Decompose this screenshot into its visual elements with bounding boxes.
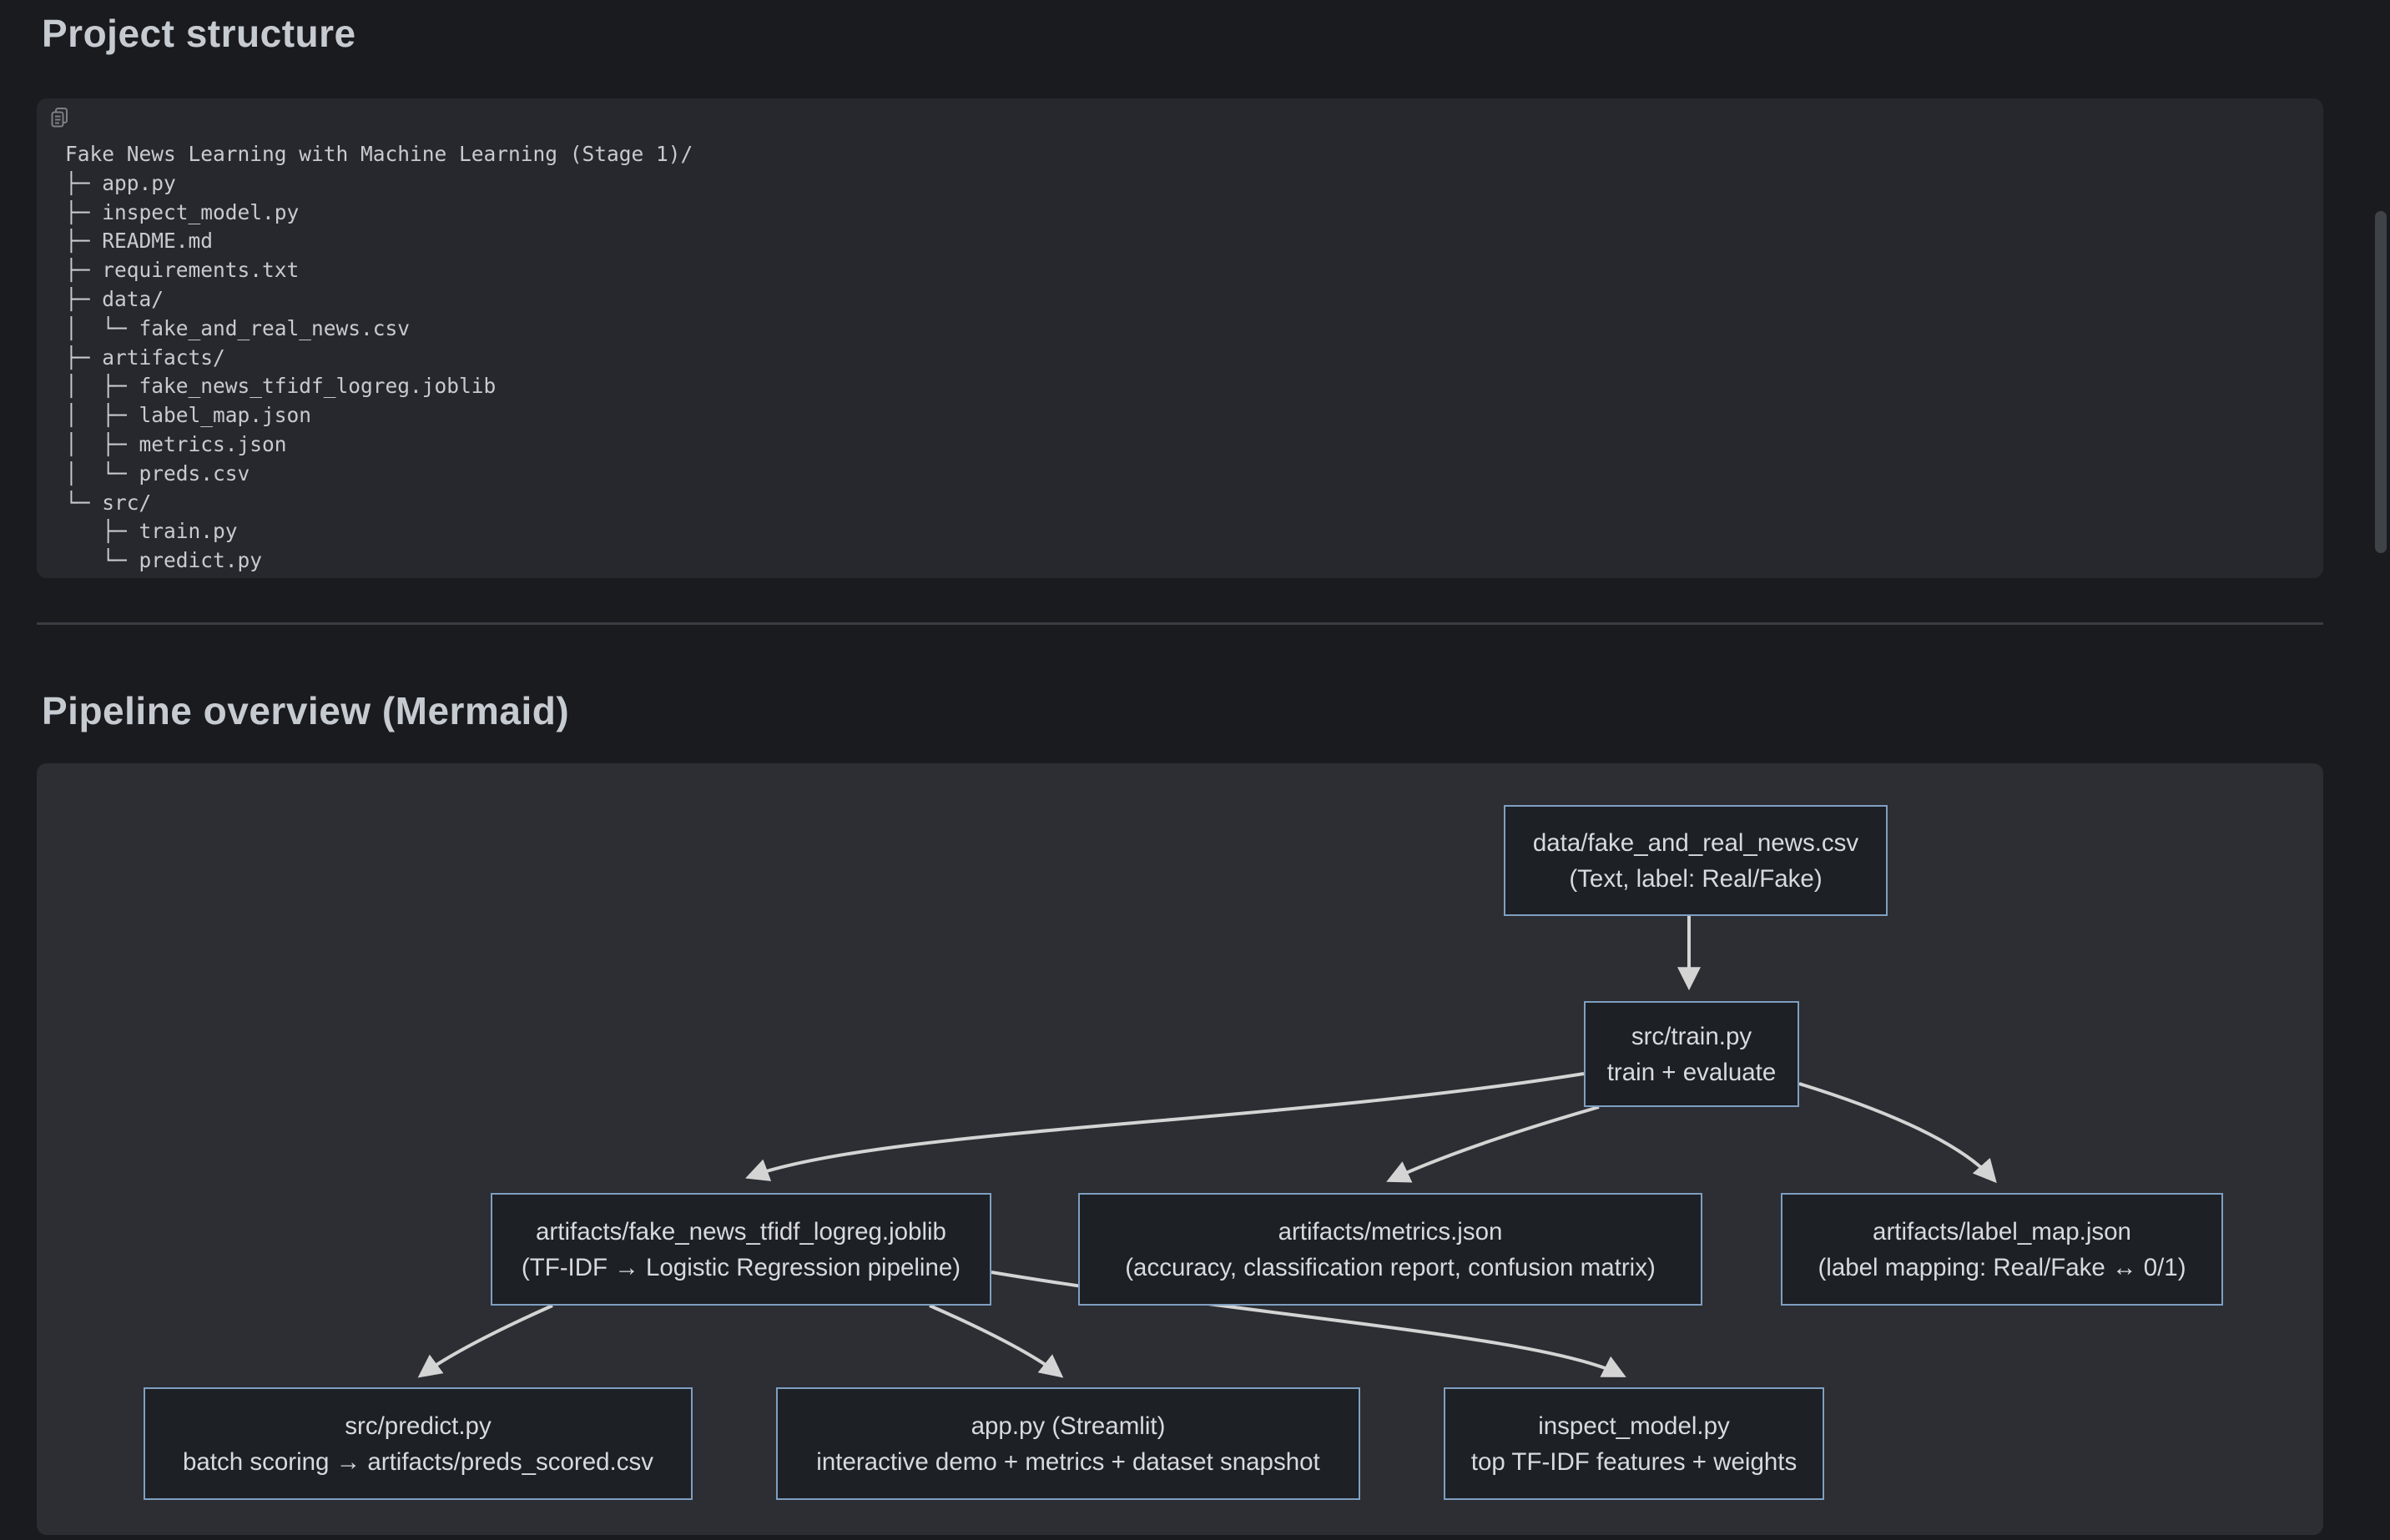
node-label-map-json: artifacts/label_map.json (label mapping:… [1781,1193,2223,1306]
node-label-line: (TF-IDF → Logistic Regression pipeline) [521,1253,961,1281]
edge-train-to-labelmap [1798,1082,1997,1184]
copy-icon[interactable] [48,106,72,129]
node-label-line: (label mapping: Real/Fake ↔ 0/1) [1818,1253,2186,1281]
edge-joblib-to-app [929,1304,1064,1378]
edge-joblib-to-predict [417,1304,553,1378]
node-label-line: inspect_model.py [1538,1412,1730,1440]
node-predict-script: src/predict.py batch scoring → artifacts… [144,1387,693,1500]
node-label-line: (accuracy, classification report, confus… [1125,1253,1656,1281]
node-train-script: src/train.py train + evaluate [1584,1001,1799,1107]
node-label-line: app.py (Streamlit) [971,1412,1166,1440]
section-divider [37,622,2323,625]
mermaid-diagram-canvas: data/fake_and_real_news.csv (Text, label… [37,763,2323,1535]
node-label-line: train + evaluate [1606,1058,1777,1086]
project-tree-text: Fake News Learning with Machine Learning… [65,142,693,573]
edge-train-to-metrics [1386,1105,1600,1183]
node-label-line: batch scoring → artifacts/preds_scored.c… [182,1447,653,1476]
node-label-line: interactive demo + metrics + dataset sna… [816,1447,1320,1476]
node-metrics-json: artifacts/metrics.json (accuracy, classi… [1078,1193,1702,1306]
node-label-line: src/train.py [1631,1022,1752,1050]
edge-train-to-joblib [745,1072,1585,1181]
section-heading-pipeline-overview: Pipeline overview (Mermaid) [42,689,570,732]
node-label-line: artifacts/label_map.json [1873,1217,2131,1246]
section-heading-project-structure: Project structure [42,12,356,55]
node-dataset-csv: data/fake_and_real_news.csv (Text, label… [1504,805,1888,916]
node-label-line: artifacts/fake_news_tfidf_logreg.joblib [536,1217,946,1246]
node-label-line: (Text, label: Real/Fake) [1569,864,1823,893]
project-tree-code-block: Fake News Learning with Machine Learning… [37,98,2323,578]
node-label-line: artifacts/metrics.json [1278,1217,1503,1246]
node-inspect-model-script: inspect_model.py top TF-IDF features + w… [1444,1387,1824,1500]
node-streamlit-app: app.py (Streamlit) interactive demo + me… [776,1387,1360,1500]
vertical-scrollbar-thumb[interactable] [2375,211,2387,553]
node-label-line: top TF-IDF features + weights [1470,1447,1798,1476]
node-label-line: data/fake_and_real_news.csv [1532,828,1859,857]
flowchart-edges [417,916,1997,1378]
node-label-line: src/predict.py [345,1412,492,1440]
node-model-joblib: artifacts/fake_news_tfidf_logreg.joblib … [491,1193,991,1306]
